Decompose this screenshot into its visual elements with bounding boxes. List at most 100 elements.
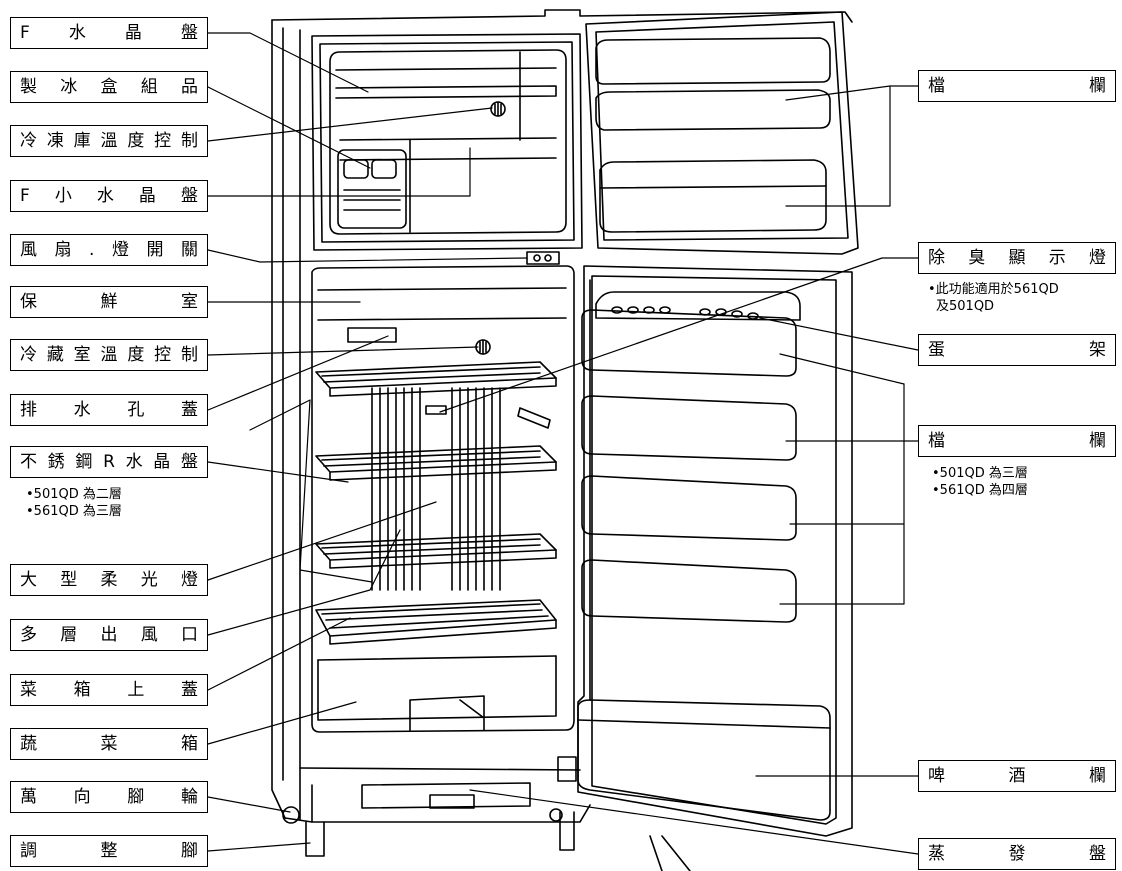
label-char: 蛋: [928, 339, 945, 360]
label-char: 蔬: [20, 733, 37, 754]
label-char: 燈: [181, 569, 198, 590]
label-char: 保: [20, 291, 37, 312]
label-char: 大: [20, 569, 37, 590]
label-char: 品: [181, 76, 198, 97]
label-deodorizer-indicator: 除臭顯示燈: [918, 242, 1116, 274]
label-char: 孔: [127, 399, 145, 420]
label-char: 晶: [138, 185, 156, 206]
label-char: 藏: [46, 344, 64, 365]
label-char: 制: [180, 130, 198, 151]
label-char: 盤: [180, 185, 198, 206]
label-char: 箱: [73, 679, 91, 700]
leader-lines: [207, 32, 919, 855]
label-char: 口: [181, 624, 198, 645]
label-char: 型: [60, 569, 78, 590]
label-crisper-top-cover: 菜箱上蓋: [10, 674, 208, 706]
label-char: 控: [154, 344, 172, 365]
note-stainless-tray-layers: •501QD 為二層 •561QD 為三層: [26, 486, 122, 520]
label-char: 風: [20, 239, 37, 260]
label-fresh-room: 保鮮室: [10, 286, 208, 318]
label-char: 室: [181, 291, 198, 312]
label-char: R: [103, 451, 115, 472]
note-line: •501QD 為三層: [932, 466, 1028, 481]
label-char: 水: [68, 22, 86, 43]
label-char: 盒: [100, 76, 118, 97]
label-char: 不: [20, 451, 37, 472]
label-char: 冷: [20, 130, 37, 151]
label-char: 菜: [20, 679, 37, 700]
label-char: 鋼: [75, 451, 93, 472]
label-evaporation-tray: 蒸發盤: [918, 838, 1116, 870]
cabinet-body: [271, 9, 853, 823]
label-char: 啤: [928, 765, 945, 786]
label-fan-light-switch: 風扇.燈開關: [10, 234, 208, 266]
label-char: .: [89, 239, 95, 260]
label-char: 調: [20, 840, 37, 861]
label-char: 箱: [181, 733, 198, 754]
label-char: 溫: [100, 344, 118, 365]
fridge-compartment: [311, 265, 575, 733]
freezer-door: [585, 11, 859, 255]
label-char: 銹: [47, 451, 65, 472]
label-char: 水: [125, 451, 143, 472]
label-char: 腳: [127, 786, 145, 807]
label-char: 光: [140, 569, 158, 590]
label-char: 檔: [928, 75, 945, 96]
fridge-door: [557, 265, 853, 837]
label-char: 製: [20, 76, 37, 97]
label-char: 水: [73, 399, 91, 420]
label-char: 檔: [928, 430, 945, 451]
note-line: •561QD 為三層: [26, 504, 122, 519]
label-char: 盤: [1089, 843, 1106, 864]
label-door-shelf-top: 檔欄: [918, 70, 1116, 102]
label-adjust-foot: 調整腳: [10, 835, 208, 867]
label-char: 多: [20, 624, 37, 645]
label-char: 制: [180, 344, 198, 365]
note-door-shelf-layers: •501QD 為三層 •561QD 為四層: [932, 465, 1028, 499]
label-char: 腳: [181, 840, 198, 861]
label-char: 臭: [968, 247, 986, 268]
label-char: 晶: [153, 451, 171, 472]
label-char: 示: [1048, 247, 1066, 268]
label-char: 架: [1089, 339, 1106, 360]
label-char: 整: [100, 840, 118, 861]
label-char: 蓋: [180, 399, 198, 420]
label-char: 關: [180, 239, 198, 260]
label-char: F: [20, 185, 30, 206]
label-char: 層: [60, 624, 78, 645]
label-char: 風: [140, 624, 158, 645]
label-char: 欄: [1089, 765, 1106, 786]
label-ice-tray-set: 製冰盒組品: [10, 71, 208, 103]
label-char: 扇: [54, 239, 72, 260]
label-char: 蒸: [928, 843, 945, 864]
label-fridge-temp-control: 冷藏室溫度控制: [10, 339, 208, 371]
label-char: 晶: [124, 22, 142, 43]
label-drain-hole-cover: 排水孔蓋: [10, 394, 208, 426]
label-char: 輪: [180, 786, 198, 807]
label-char: 燈: [111, 239, 129, 260]
switch-panel: [526, 251, 560, 265]
label-char: 萬: [20, 786, 37, 807]
label-freezer-temp-control: 冷凍庫溫度控制: [10, 125, 208, 157]
label-char: 冰: [60, 76, 78, 97]
label-multi-layer-vent: 多層出風口: [10, 619, 208, 651]
label-char: 酒: [1008, 765, 1026, 786]
label-char: 度: [127, 344, 145, 365]
base: [282, 782, 691, 871]
note-line: 及501QD: [936, 299, 995, 314]
label-char: 上: [127, 679, 145, 700]
note-line: •561QD 為四層: [932, 483, 1028, 498]
label-char: 室: [73, 344, 91, 365]
label-char: 蓋: [180, 679, 198, 700]
label-char: 小: [54, 185, 72, 206]
label-char: 度: [127, 130, 145, 151]
label-caster-wheel: 萬向腳輪: [10, 781, 208, 813]
note-line: •此功能適用於561QD: [928, 282, 1059, 297]
label-beer-shelf: 啤酒欄: [918, 760, 1116, 792]
label-egg-rack: 蛋架: [918, 334, 1116, 366]
label-char: 盤: [180, 22, 198, 43]
label-char: 控: [154, 130, 172, 151]
